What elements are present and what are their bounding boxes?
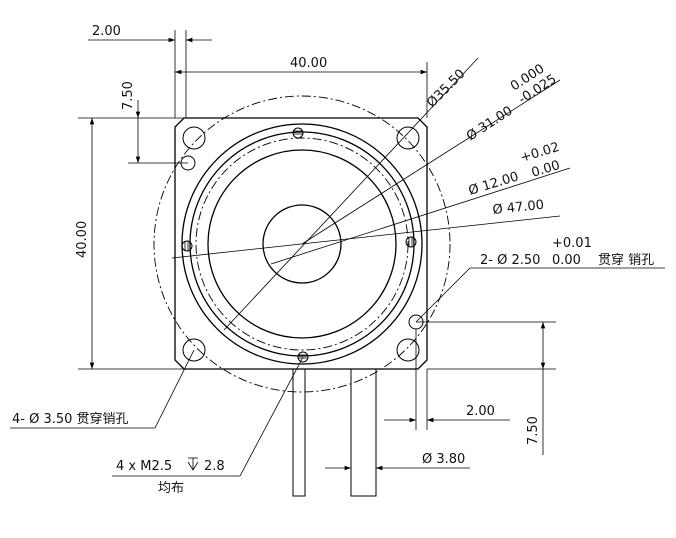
callout-corner-holes: 4- Ø 3.50 贯穿销孔 (12, 411, 129, 427)
callout-pin-holes: 2- Ø 2.50 (480, 253, 540, 268)
callout-pin-tol-lower: 0.00 (552, 253, 581, 268)
dim-dia-31: Ø 31.00 (464, 104, 515, 145)
lead-left (292, 368, 306, 497)
corner-hole-tr (396, 126, 420, 150)
thread-hole-top (292, 127, 304, 139)
shaft-bore-12 (262, 204, 342, 284)
thread-hole-left (181, 240, 193, 252)
corner-holes (182, 126, 420, 362)
pin-holes (180, 155, 424, 330)
corner-hole-bl (182, 338, 206, 362)
dim-top-left-gap: 2.00 (92, 24, 121, 39)
corner-hole-callout (10, 349, 195, 429)
callout-thread-note: 均布 (158, 481, 184, 496)
lower-leads (292, 368, 377, 497)
thread-pitch-circle (195, 137, 409, 351)
lead-right (350, 368, 377, 497)
thread-hole-bottom (297, 351, 309, 363)
callout-pin-note: 贯穿 销孔 (598, 252, 654, 268)
corner-hole-br (396, 338, 420, 362)
callout-thread-depth: 2.8 (204, 459, 225, 474)
dim-top-width: 40.00 (290, 56, 327, 71)
dim-dia-12: Ø 12.00 (467, 169, 521, 198)
pin-hole-callout (415, 267, 665, 323)
callout-thread-spec: 4 x M2.5 (116, 459, 172, 474)
dim-dia-47: Ø 47.00 (492, 198, 545, 218)
corner-hole-tl (182, 126, 206, 150)
diameter-leaders (171, 57, 571, 331)
flange-outline (174, 117, 428, 370)
right-bottom-dimensions (325, 321, 556, 471)
depth-symbol-icon (187, 457, 199, 471)
flange-circle-ring (189, 131, 415, 357)
pilot-circle-31 (207, 149, 397, 339)
bolt-circle-47 (153, 95, 451, 393)
left-dimensions (78, 100, 188, 370)
dim-right-bottom-gap: 2.00 (466, 404, 495, 419)
threaded-holes (181, 127, 417, 363)
dim-shaft-dia: Ø 3.80 (422, 452, 465, 467)
dim-left-height: 40.00 (75, 221, 90, 258)
top-dimensions (88, 30, 428, 118)
thread-callout (112, 356, 304, 477)
callout-pin-tol-upper: +0.01 (552, 236, 592, 251)
thread-hole-right (405, 236, 417, 248)
dim-dia-35-50: Ø35.50 (424, 67, 468, 111)
dim-right-bottom-height: 7.50 (526, 416, 541, 445)
dim-left-offset: 7.50 (121, 81, 136, 110)
